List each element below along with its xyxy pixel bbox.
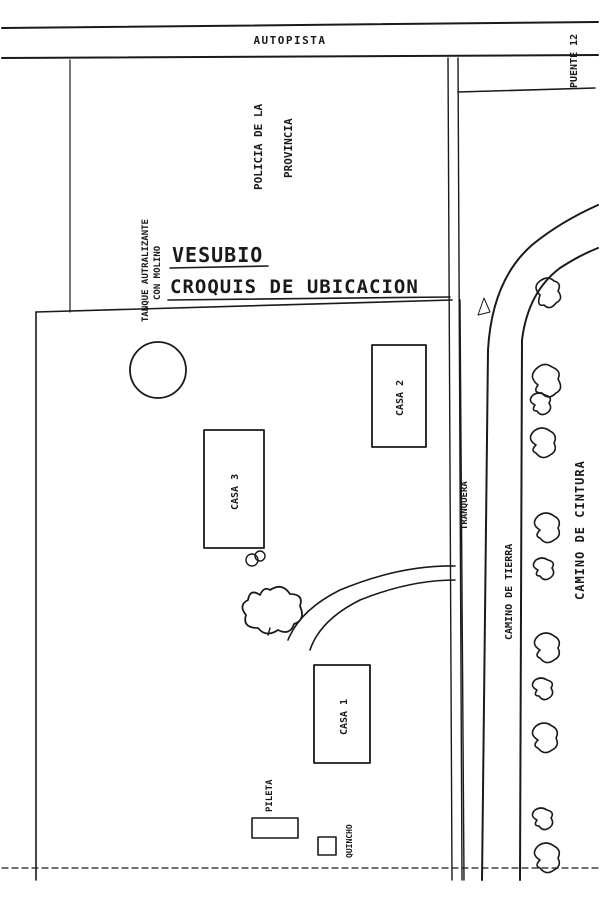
casa2-label: CASA 2: [395, 380, 406, 416]
tanque-label-line2: CON MOLINO: [153, 245, 163, 300]
puente-label: PUENTE 12: [569, 34, 580, 88]
subtitle-underline: [167, 296, 451, 301]
policia-label-line2: PROVINCIA: [282, 118, 295, 178]
title-underline: [169, 265, 269, 269]
casa3-rect: [203, 429, 265, 549]
direction-arrow-icon: [477, 297, 491, 316]
access-path: [287, 565, 456, 651]
map-subtitle: CROQUIS DE UBICACION: [170, 276, 419, 298]
map-title: VESUBIO: [172, 243, 263, 267]
camino-tierra-label: CAMINO DE TIERRA: [504, 544, 515, 640]
tree-cluster-center: [241, 585, 303, 636]
casa2-rect: [371, 344, 427, 448]
casa1-rect: [313, 664, 371, 764]
puente-line: [457, 87, 596, 93]
quincho-label: QUINCHO: [345, 824, 354, 858]
tree-row-right: [529, 277, 562, 874]
tanque-label-line1: TANQUE AUTRALIZANTE: [141, 219, 151, 322]
autopista-road: [1, 21, 599, 59]
camino-tierra-strip: [459, 299, 465, 881]
tanque-circle: [129, 341, 187, 399]
tree-cluster-small: [245, 550, 266, 567]
main-lot-boundary: [35, 299, 453, 881]
autopista-label: AUTOPISTA: [253, 34, 326, 47]
tranquera-label: TRANQUERA: [460, 481, 470, 530]
policia-label-line1: POLICIA DE LA: [252, 104, 265, 190]
camino-cintura-label: CAMINO DE CINTURA: [573, 460, 587, 600]
quincho-rect: [317, 836, 337, 856]
tranquera-road-edges: [447, 57, 463, 881]
camino-cintura-road: [481, 204, 599, 881]
casa1-label: CASA 1: [339, 699, 350, 735]
pileta-label: PILETA: [265, 779, 275, 812]
casa3-label: CASA 3: [230, 474, 241, 510]
pileta-rect: [251, 817, 299, 839]
